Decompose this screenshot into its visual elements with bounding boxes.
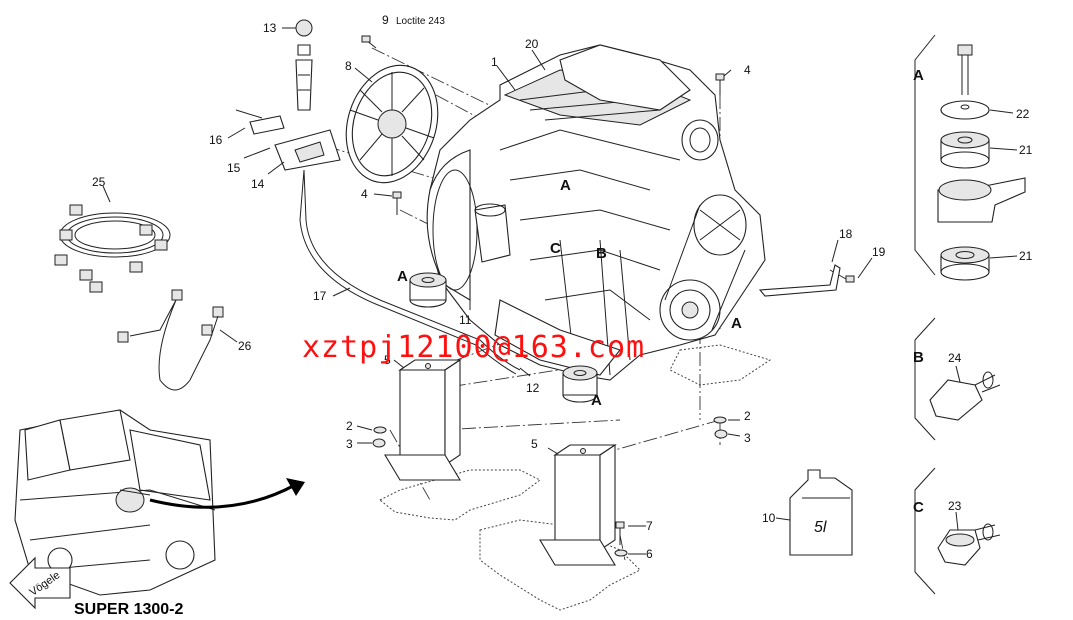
callout-12: 12: [526, 381, 540, 395]
callout-19: 19: [872, 245, 886, 259]
callout-17: 17: [313, 289, 327, 303]
section-a-parts: [937, 44, 1026, 281]
section-c-label: C: [913, 499, 924, 516]
engine-mount-bottom: [562, 365, 598, 403]
callout-11: 11: [459, 313, 472, 327]
bolt-4-mid: [392, 191, 402, 215]
callout-13: 13: [263, 21, 277, 35]
pressure-sensor-23: [937, 523, 1001, 566]
support-rod-18: [758, 264, 841, 297]
callout-14: 14: [251, 177, 265, 191]
nut-3-left: [372, 438, 386, 448]
leader-lines: [102, 27, 1018, 555]
section-a-bracket: [914, 34, 936, 276]
callout-18: 18: [839, 227, 853, 241]
pressure-sensor-24: [929, 371, 1001, 421]
section-c-bracket: [914, 467, 936, 595]
sensor-bracket: [235, 19, 341, 171]
callout-15: 15: [227, 161, 241, 175]
sensor-cable: [299, 169, 521, 375]
callout-26: 26: [238, 339, 252, 353]
marker-a-engine: A: [560, 177, 571, 194]
support-bracket-left: [384, 358, 462, 481]
marker-a-mount-left: A: [397, 268, 408, 285]
nut-3-right: [714, 429, 728, 439]
callout-3-right: 3: [744, 431, 751, 445]
ground-plate-right: [479, 519, 641, 611]
marker-a-pulley: A: [731, 315, 742, 332]
oil-canister: 5l: [789, 469, 853, 556]
callout-9-note: Loctite 243: [396, 16, 445, 27]
flywheel-cover: [345, 64, 439, 184]
callout-2-right: 2: [744, 409, 751, 423]
callout-8: 8: [345, 59, 352, 73]
bolt-4-top: [715, 73, 725, 95]
section-a-label: A: [913, 67, 924, 84]
callout-5-left: 5: [384, 353, 391, 367]
pointer-arrow: [149, 478, 305, 509]
callout-4-mid: 4: [361, 187, 368, 201]
section-letters: A B C: [913, 67, 924, 516]
section-b-bracket: [914, 317, 936, 441]
canister-label: 5l: [814, 519, 827, 536]
callout-23: 23: [948, 499, 962, 513]
wiring-harness-26: [117, 289, 224, 391]
callout-21-top: 21: [1019, 143, 1033, 157]
watermark: xztpj12100@163.com: [302, 330, 645, 365]
callout-21-bottom: 21: [1019, 249, 1033, 263]
callout-16: 16: [209, 133, 223, 147]
callout-6: 6: [646, 547, 653, 561]
callout-25: 25: [92, 175, 106, 189]
callout-5-right: 5: [531, 437, 538, 451]
callout-4-top: 4: [744, 63, 751, 77]
ground-plate-engine: [669, 344, 772, 386]
washer-6: [614, 549, 628, 557]
nut-2-right: [713, 416, 727, 424]
section-b-label: B: [913, 349, 924, 366]
ground-plate-left: [379, 469, 541, 521]
bolt-7: [615, 521, 625, 545]
paver-machine: [14, 409, 216, 596]
callout-3-left: 3: [346, 437, 353, 451]
reference-markers: A C B A A A: [397, 177, 742, 409]
wiring-harness-25: [54, 204, 171, 293]
bolt-9: [361, 35, 377, 49]
callout-1: 1: [491, 55, 498, 69]
marker-c-engine: C: [550, 240, 561, 257]
callout-10: 10: [762, 511, 776, 525]
marker-b-engine: B: [596, 245, 607, 262]
callout-22: 22: [1016, 107, 1030, 121]
callout-7: 7: [646, 519, 653, 533]
callout-2-left: 2: [346, 419, 353, 433]
marker-a-mount-bottom: A: [591, 392, 602, 409]
nut-2-left: [373, 426, 387, 434]
engine-assembly: [426, 44, 766, 381]
support-bracket-right: [539, 443, 617, 566]
callouts: 13 9 Loctite 243 8 20 1 4 16 15 14 4 25 …: [92, 13, 1033, 561]
vogele-logo: Vögele: [9, 556, 71, 610]
callout-24: 24: [948, 351, 962, 365]
engine-mount-left: [409, 272, 447, 308]
callout-9: 9: [382, 13, 389, 27]
model-name: SUPER 1300-2: [74, 601, 183, 618]
callout-20: 20: [525, 37, 539, 51]
